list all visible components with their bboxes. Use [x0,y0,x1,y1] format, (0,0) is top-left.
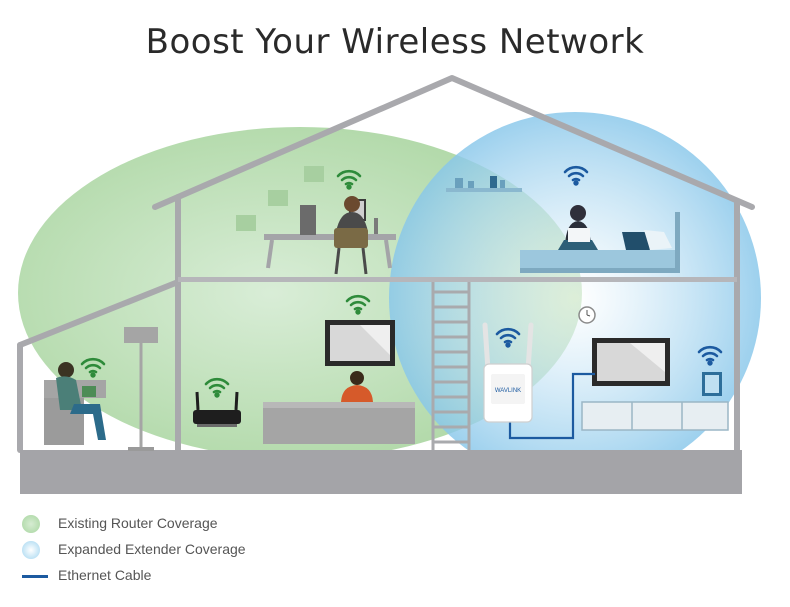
ethernet-cable [508,372,595,440]
wifi-icon [345,294,371,315]
reading-scene [44,327,158,451]
router-icon [193,391,241,427]
ladder [431,282,471,450]
legend-item-router-coverage: Existing Router Coverage [22,513,322,535]
wifi-icon [495,327,521,348]
house-structure [17,75,755,453]
blue-dot-icon [22,541,40,559]
extender-coverage-area [389,112,761,484]
extender-icon [482,322,534,423]
media-scene [578,306,729,431]
living-room-scene [263,320,415,444]
floor-slab-ground [20,450,742,494]
extender-brand-label: WAVLINK [495,388,521,394]
legend-label: Expanded Extender Coverage [58,541,246,557]
diagram-title: Boost Your Wireless Network [145,22,645,62]
bedroom-scene [446,176,680,273]
floor-slab-upper [178,277,737,282]
wifi-icon [80,357,106,378]
wifi-icon [204,377,230,398]
legend-item-ethernet-cable: Ethernet Cable [22,565,322,587]
office-scene [236,166,396,275]
cable-line-icon [22,575,48,578]
legend-label: Ethernet Cable [58,567,152,583]
wifi-icon [563,165,589,186]
legend-item-extender-coverage: Expanded Extender Coverage [22,539,322,561]
wifi-icon [697,345,723,366]
legend-label: Existing Router Coverage [58,515,218,531]
green-dot-icon [22,515,40,533]
wifi-icon [336,169,362,190]
